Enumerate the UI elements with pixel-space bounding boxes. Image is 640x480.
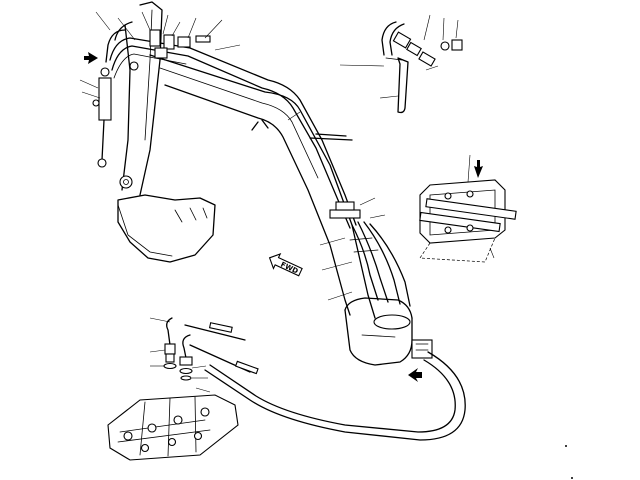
- stray-dot: [571, 477, 573, 479]
- lower-hoses: [349, 221, 411, 307]
- boom-clamps: [309, 133, 361, 219]
- pointer-arrow-inset: [474, 160, 483, 178]
- fwd-label: FWD: [279, 261, 299, 276]
- arm-head-fittings: [129, 29, 211, 71]
- boom-base-bracket: [344, 297, 413, 366]
- upper-hoses: [105, 21, 357, 229]
- inset-fitting-detail: [381, 21, 463, 114]
- valve-fittings: [163, 317, 193, 381]
- bucket-cylinder: [92, 67, 112, 168]
- control-valve-block: [107, 394, 239, 461]
- inset-clamp-block: [419, 179, 517, 263]
- pointer-arrow-left: [84, 52, 98, 64]
- boom-outline: [149, 54, 376, 319]
- swivel-block: [411, 339, 433, 359]
- callout-leader-lines: [79, 11, 495, 393]
- pointer-arrow-base: [408, 368, 422, 382]
- stray-dot: [565, 445, 567, 447]
- bucket: [117, 175, 216, 263]
- valve-hoses: [184, 322, 466, 441]
- fwd-direction-marker: FWD: [268, 252, 303, 277]
